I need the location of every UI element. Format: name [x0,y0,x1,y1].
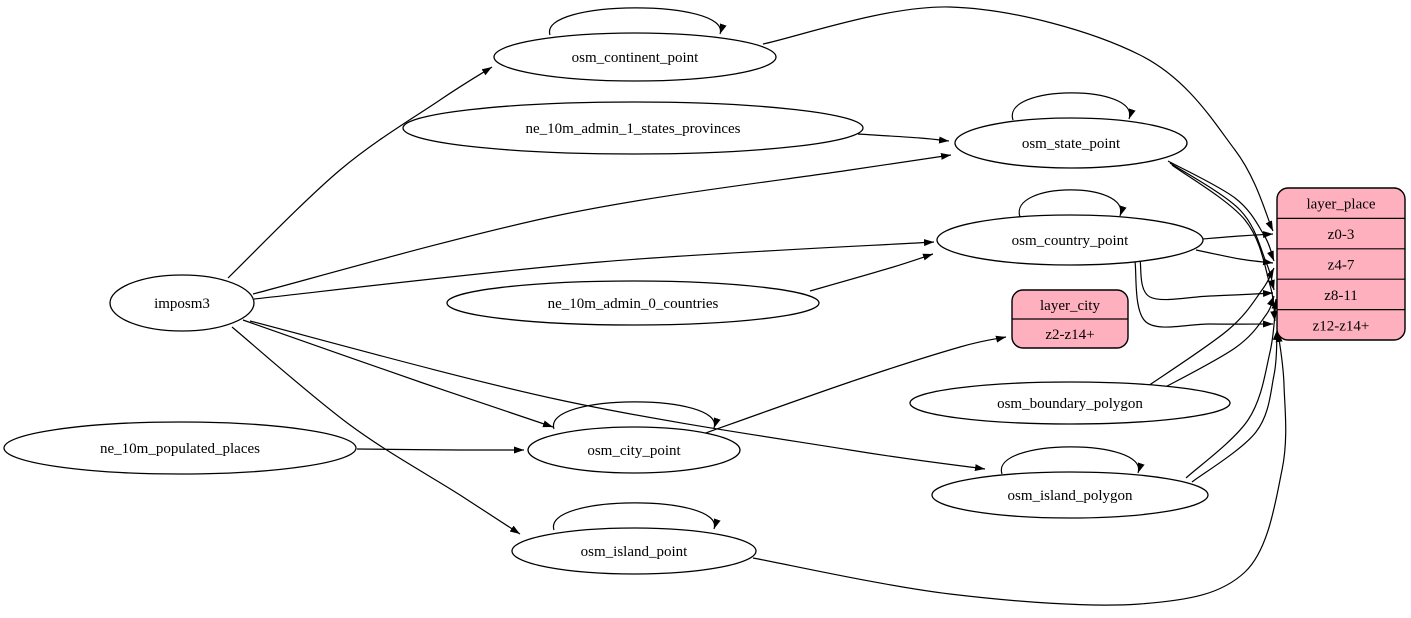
edge-osm_country_point-to-layer_place-z4-7 [1195,249,1274,266]
edge-osm_island_polygon-to-layer_place-z8-11 [1185,298,1279,479]
edge-imposm3-to-osm_island_point [231,326,521,535]
node-label-osm_boundary_polygon: osm_boundary_polygon [997,396,1143,412]
edge-self-osm_island_point [553,502,721,531]
node-imposm3: imposm3 [109,274,255,332]
node-label-ne_10m_populated_places: ne_10m_populated_places [100,441,260,457]
edge-osm_boundary_polygon-to-layer_place-z4-7 [1147,267,1275,387]
node-shape-osm_boundary_polygon [909,381,1231,425]
node-label-osm_island_polygon: osm_island_polygon [1007,488,1133,504]
edge-osm_continent_point-to-layer_place-z0-3 [762,6,1274,232]
node-label-osm_state_point: osm_state_point [1022,136,1121,152]
edge-ne_10m_admin_0_countries-to-osm_country_point [809,253,934,292]
node-osm_city_point: osm_city_point [527,426,741,474]
edge-imposm3-to-osm_continent_point [227,66,493,279]
edge-osm_island_polygon-to-layer_place-z12-z14+ [1191,329,1280,483]
edge-osm_city_point-to-layer_city-z2-z14+ [702,335,1007,435]
node-shape-osm_island_polygon [931,471,1209,519]
node-osm_country_point: osm_country_point [936,214,1204,266]
node-ne_10m_admin_0_countries: ne_10m_admin_0_countries [446,280,820,326]
node-shape-ne_10m_populated_places [3,421,357,475]
node-label-osm_continent_point: osm_continent_point [572,50,699,66]
record-row-layer_place-3: z8-11 [1324,288,1358,304]
node-ne_10m_admin_1_states_provinces: ne_10m_admin_1_states_provinces [402,101,864,155]
node-shape-osm_state_point [954,117,1188,169]
node-shape-ne_10m_admin_1_states_provinces [402,101,864,155]
node-label-osm_city_point: osm_city_point [587,443,681,459]
node-layer_place: layer_place z0-3 z4-7 z8-11 z12-z14+ [1276,187,1406,341]
record-row-layer_city-1: z2-z14+ [1045,327,1094,343]
node-label-osm_island_point: osm_island_point [581,544,689,560]
edge-self-osm_island_polygon [1001,446,1145,475]
node-osm_state_point: osm_state_point [954,117,1188,169]
node-osm_island_point: osm_island_point [511,527,757,575]
node-shape-osm_continent_point [493,32,777,82]
edge-imposm3-to-osm_state_point [252,153,952,295]
node-osm_continent_point: osm_continent_point [493,32,777,82]
node-shape-osm_country_point [936,214,1204,266]
record-row-layer_city-0: layer_city [1040,298,1100,314]
edge-osm_country_point-to-layer_place-z0-3 [1201,231,1274,240]
edge-self-osm_city_point [553,401,721,430]
record-row-layer_place-1: z0-3 [1328,227,1355,243]
record-row-layer_place-0: layer_place [1306,197,1375,213]
node-label-imposm3: imposm3 [154,296,210,312]
node-label-ne_10m_admin_0_countries: ne_10m_admin_0_countries [548,296,719,312]
node-shape-osm_island_point [511,527,757,575]
edge-osm_island_point-to-layer_place-z12-z14+ [752,331,1287,606]
edge-imposm3-to-osm_city_point [242,319,554,428]
node-osm_boundary_polygon: osm_boundary_polygon [909,381,1231,425]
edge-self-osm_continent_point [549,7,727,36]
record-row-layer_place-4: z12-z14+ [1313,318,1370,334]
record-row-layer_place-2: z4-7 [1328,258,1355,274]
edge-ne_10m_admin_1_states_provinces-to-osm_state_point [857,133,950,144]
node-ne_10m_populated_places: ne_10m_populated_places [3,421,357,475]
node-osm_island_polygon: osm_island_polygon [931,471,1209,519]
node-shape-layer_place [1276,187,1406,341]
edge-self-osm_state_point [1011,92,1136,121]
edge-self-osm_country_point [1018,189,1127,218]
node-shape-ne_10m_admin_0_countries [446,280,820,326]
edge-osm_state_point-to-layer_place-z4-7 [1167,160,1275,262]
edge-imposm3-to-osm_country_point [253,239,935,300]
node-label-ne_10m_admin_1_states_provinces: ne_10m_admin_1_states_provinces [526,121,741,137]
node-shape-imposm3 [109,274,255,332]
edge-osm_country_point-to-layer_place-z8-11 [1139,259,1274,301]
node-layer_city: layer_city z2-z14+ [1011,289,1129,349]
edge-ne_10m_populated_places-to-osm_city_point [356,446,525,454]
edge-imposm3-to-osm_island_polygon [249,320,986,472]
node-shape-osm_city_point [527,426,741,474]
edge-osm_country_point-to-layer_place-z12-z14+ [1134,261,1274,328]
node-label-osm_country_point: osm_country_point [1012,233,1129,249]
